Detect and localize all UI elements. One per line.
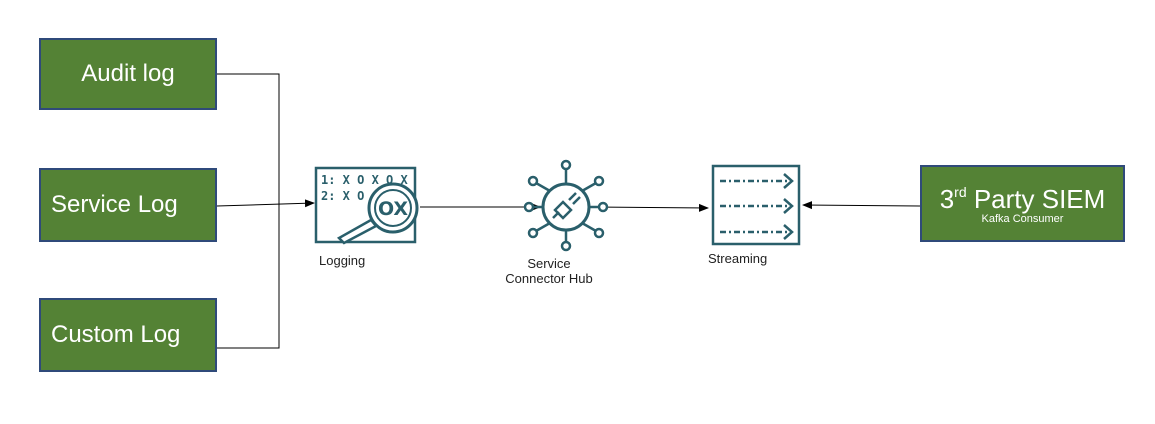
service-connector-hub-icon [523,159,609,252]
audit-log-label: Audit log [81,60,175,87]
siem-subtitle: Kafka Consumer [981,212,1064,225]
audit-connector [217,73,280,349]
custom-log-label: Custom Log [51,321,181,348]
service-connector-hub-label: Service Connector Hub [505,256,593,286]
service-log-box: Service Log [39,168,217,242]
logging-label: Logging [319,253,366,268]
audit-log-box: Audit log [39,38,217,110]
service-to-logging-arrow [216,199,315,208]
siem-title: 3rd Party SIEM [939,183,1106,214]
third-party-siem-box: 3rd Party SIEM Kafka Consumer [920,165,1125,242]
logging-search-icon: 1: X O X O X 2: X O OX [314,166,419,245]
custom-log-box: Custom Log [39,298,217,372]
hub-to-streaming-arrow [592,203,709,212]
siem-to-streaming-arrow [802,201,921,210]
service-log-label: Service Log [51,191,178,218]
streaming-icon [711,164,801,246]
svg-text:2: X O: 2: X O [321,189,364,203]
svg-text:OX: OX [378,198,408,220]
streaming-label: Streaming [708,251,768,266]
